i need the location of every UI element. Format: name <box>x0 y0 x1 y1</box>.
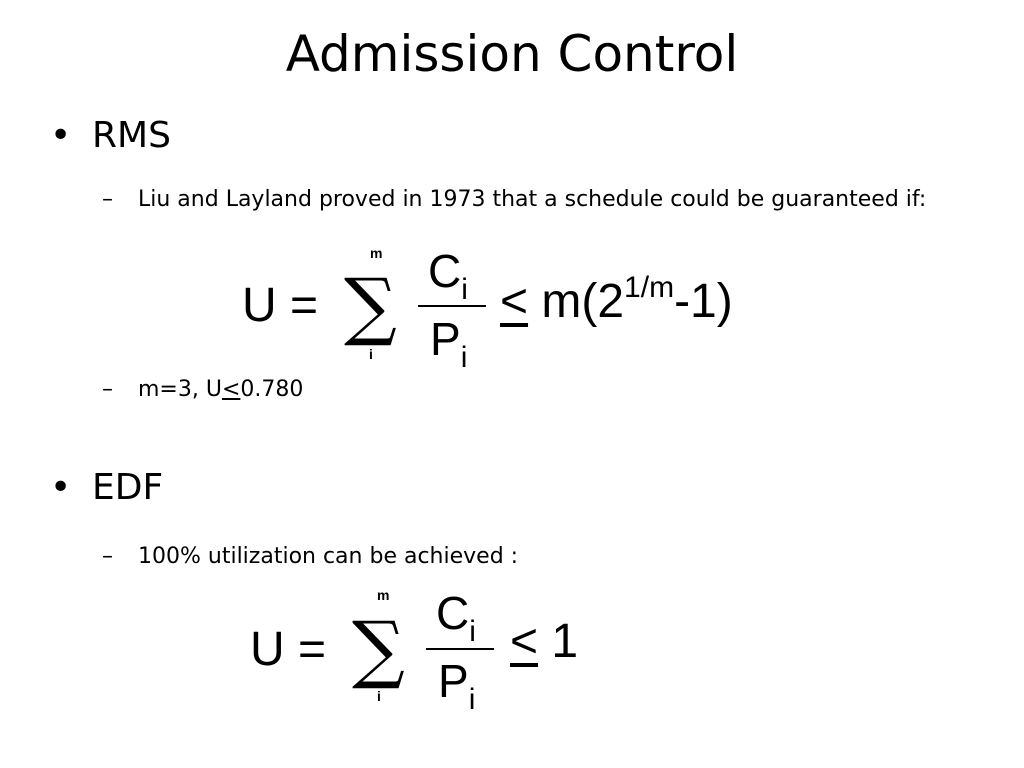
fraction-denominator: Pi <box>438 655 476 716</box>
fraction-numerator: Ci <box>428 245 468 306</box>
dash: – <box>102 544 113 569</box>
sum-lower-limit: i <box>377 688 381 704</box>
formula-lhs: U = <box>250 623 327 676</box>
fraction-bar <box>418 305 486 307</box>
fraction-denominator: Pi <box>430 313 468 374</box>
bullet-dot: • <box>50 467 72 508</box>
formula-rhs: < 1 <box>510 615 579 668</box>
bullet-dot: • <box>50 115 72 156</box>
formula-rhs: < m(21/m-1) <box>500 271 733 329</box>
sub-item-text: Liu and Layland proved in 1973 that a sc… <box>138 187 927 212</box>
dash: – <box>102 377 113 402</box>
fraction-bar <box>426 648 494 650</box>
dash: – <box>102 187 113 212</box>
sum-lower-limit: i <box>369 346 373 362</box>
bullet-edf: • EDF <box>50 466 164 510</box>
sub-item-liu-layland: – Liu and Layland proved in 1973 that a … <box>102 186 927 214</box>
bullet-heading: RMS <box>92 115 171 156</box>
sub-item-m3: – m=3, U<0.780 <box>102 377 304 402</box>
sigma-symbol: ∑ <box>344 263 397 349</box>
slide-title: Admission Control <box>285 25 739 83</box>
formula-lhs: U = <box>242 279 319 332</box>
sub-item-edf: – 100% utilization can be achieved : <box>102 543 519 571</box>
sum-upper-limit: m <box>370 245 383 261</box>
sum-upper-limit: m <box>377 587 390 603</box>
fraction-numerator: Ci <box>436 587 476 648</box>
sub-item-text: 100% utilization can be achieved : <box>138 544 519 569</box>
leq-symbol: < <box>500 275 529 328</box>
sigma-symbol: ∑ <box>352 606 405 692</box>
bullet-rms: • RMS <box>50 114 171 158</box>
bullet-heading: EDF <box>92 467 164 508</box>
leq-symbol: < <box>510 615 539 668</box>
